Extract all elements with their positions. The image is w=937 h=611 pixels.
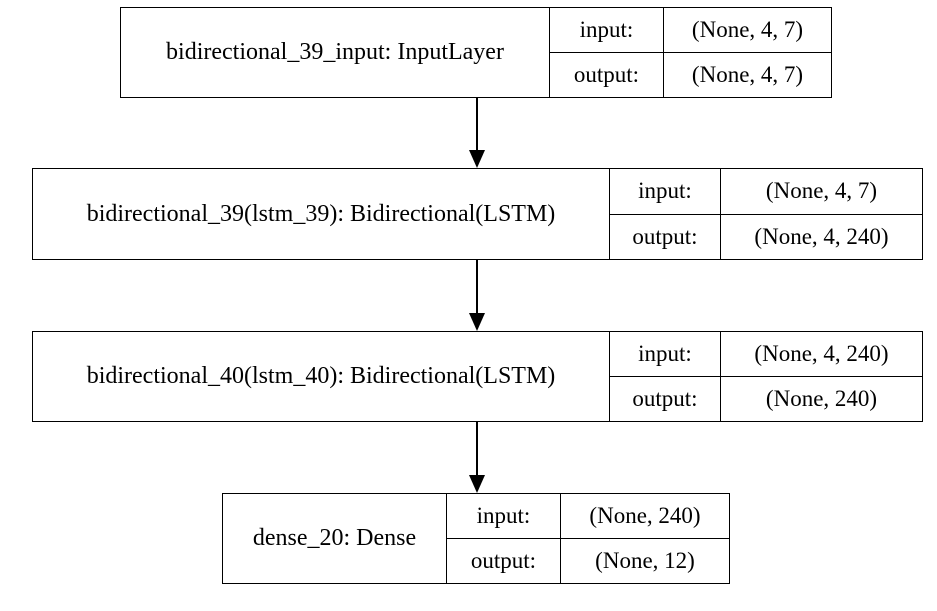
output-label: output: [632, 223, 698, 249]
io-label-column: input: output: [610, 169, 721, 259]
output-shape: (None, 4, 7) [691, 62, 804, 87]
input-label: input: [550, 8, 663, 53]
shape-column: (None, 240) (None, 12) [561, 494, 729, 583]
io-label-column: input: output: [447, 494, 561, 583]
layer-name: bidirectional_39_input: InputLayer [121, 8, 550, 97]
output-label: output: [573, 62, 640, 87]
output-shape: (None, 12) [595, 548, 695, 573]
input-label: input: [447, 494, 560, 539]
shape-column: (None, 4, 7) (None, 4, 240) [721, 169, 922, 259]
layer-node-dense-20: dense_20: Dense input: output: (None, 24… [222, 493, 730, 584]
input-shape: (None, 240) [561, 494, 729, 539]
input-shape: (None, 4, 7) [721, 169, 922, 215]
edge-bidirectional-39-to-bidirectional-40 [469, 260, 485, 331]
output-label: output: [632, 386, 698, 411]
layer-node-input: bidirectional_39_input: InputLayer input… [120, 7, 832, 98]
shape-column: (None, 4, 240) (None, 240) [721, 332, 922, 421]
edge-bidirectional-40-to-dense-20 [469, 422, 485, 493]
output-label: output: [470, 548, 537, 573]
input-label: input: [610, 332, 720, 377]
layer-node-bidirectional-40: bidirectional_40(lstm_40): Bidirectional… [32, 331, 923, 422]
input-label: input: [610, 169, 720, 215]
layer-name: bidirectional_39(lstm_39): Bidirectional… [33, 169, 610, 259]
input-shape: (None, 4, 240) [721, 332, 922, 377]
shape-column: (None, 4, 7) (None, 4, 7) [664, 8, 831, 97]
io-label-column: input: output: [610, 332, 721, 421]
layer-node-bidirectional-39: bidirectional_39(lstm_39): Bidirectional… [32, 168, 923, 260]
input-shape: (None, 4, 7) [664, 8, 831, 53]
layer-name: bidirectional_40(lstm_40): Bidirectional… [33, 332, 610, 421]
output-shape: (None, 4, 240) [754, 223, 889, 249]
io-label-column: input: output: [550, 8, 664, 97]
layer-name: dense_20: Dense [223, 494, 447, 583]
output-shape: (None, 240) [765, 386, 878, 411]
edge-input-to-bidirectional-39 [469, 98, 485, 168]
